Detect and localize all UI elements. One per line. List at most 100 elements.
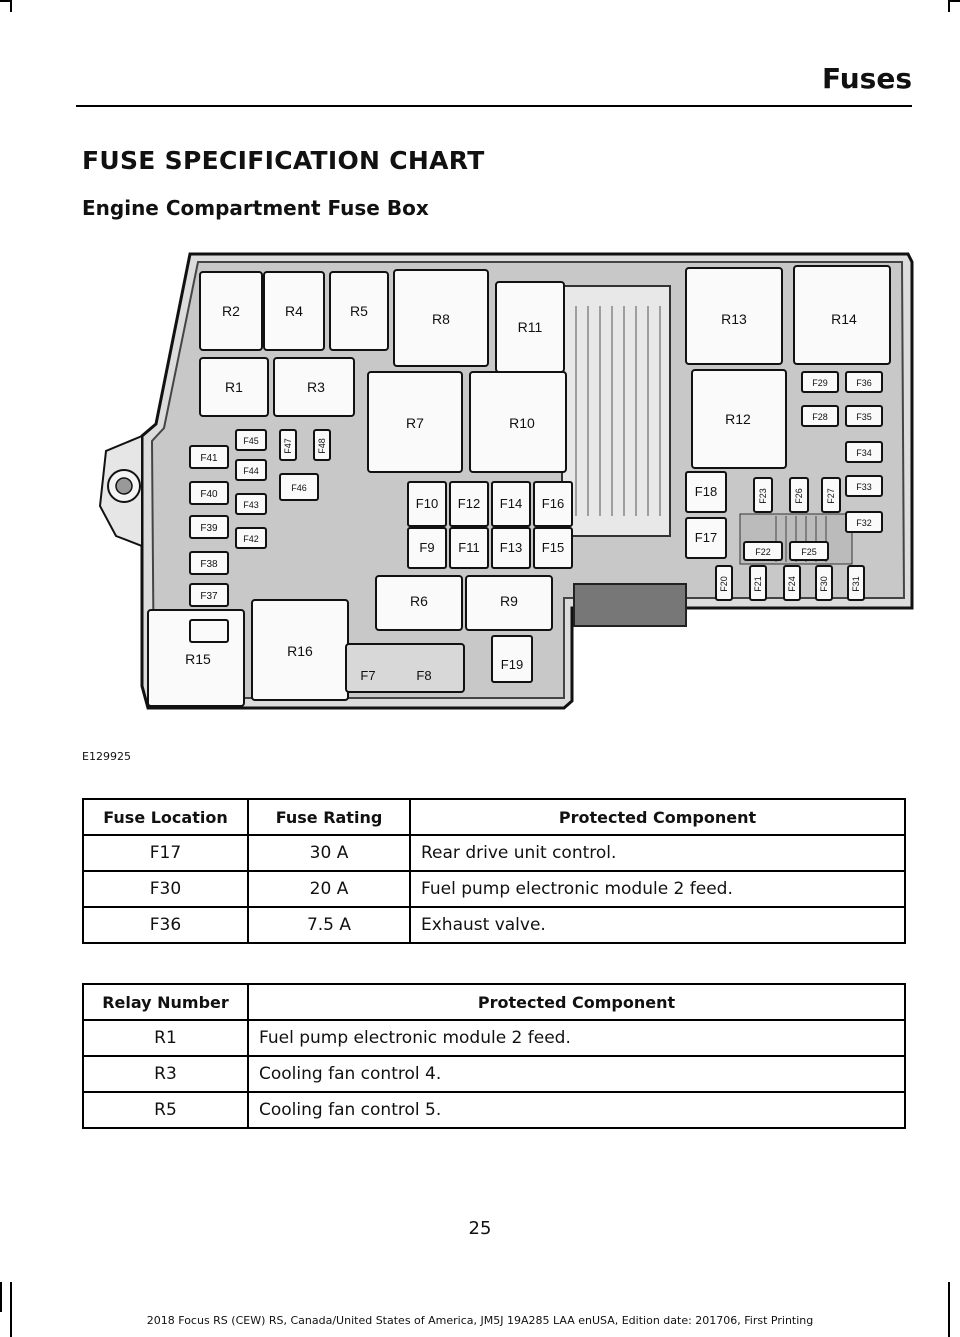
label-F48: F48 bbox=[317, 438, 327, 454]
cell-relay: R3 bbox=[82, 1055, 249, 1093]
label-F17: F17 bbox=[695, 530, 717, 545]
page-footer: 2018 Focus RS (CEW) RS, Canada/United St… bbox=[146, 1314, 814, 1327]
label-F44: F44 bbox=[243, 466, 259, 476]
crop-mark bbox=[10, 0, 12, 12]
label-F9: F9 bbox=[419, 540, 434, 555]
crop-mark bbox=[10, 1282, 12, 1337]
figure-id: E129925 bbox=[82, 750, 131, 763]
label-F27: F27 bbox=[826, 488, 836, 504]
label-F7: F7 bbox=[360, 668, 375, 683]
page-header-title: Fuses bbox=[822, 62, 912, 95]
table-row: F36 7.5 A Exhaust valve. bbox=[82, 906, 906, 944]
label-F32: F32 bbox=[856, 518, 872, 528]
table-row: F30 20 A Fuel pump electronic module 2 f… bbox=[82, 870, 906, 908]
header-protected-component: Protected Component bbox=[409, 798, 906, 836]
label-R6: R6 bbox=[410, 593, 428, 609]
label-F47: F47 bbox=[283, 438, 293, 454]
cell-component: Cooling fan control 4. bbox=[247, 1055, 906, 1093]
label-F37: F37 bbox=[200, 591, 218, 602]
label-R5: R5 bbox=[350, 303, 368, 319]
label-F21: F21 bbox=[753, 576, 763, 592]
crop-mark bbox=[0, 1282, 2, 1312]
label-R3: R3 bbox=[307, 379, 325, 395]
header-relay-number: Relay Number bbox=[82, 983, 249, 1021]
label-F42: F42 bbox=[243, 534, 259, 544]
label-F33: F33 bbox=[856, 482, 872, 492]
label-F38: F38 bbox=[200, 559, 218, 570]
label-F45: F45 bbox=[243, 436, 259, 446]
crop-mark bbox=[0, 0, 12, 2]
cell-rating: 30 A bbox=[247, 834, 411, 872]
center-connector bbox=[561, 285, 671, 537]
label-R9: R9 bbox=[500, 593, 518, 609]
label-F16: F16 bbox=[542, 496, 564, 511]
cell-component: Exhaust valve. bbox=[409, 906, 906, 944]
cell-rating: 7.5 A bbox=[247, 906, 411, 944]
label-F40: F40 bbox=[200, 489, 218, 500]
header-rule bbox=[76, 105, 912, 107]
label-F31: F31 bbox=[851, 576, 861, 592]
label-F39: F39 bbox=[200, 523, 218, 534]
label-F36: F36 bbox=[856, 378, 872, 388]
label-R4: R4 bbox=[285, 303, 303, 319]
label-F10: F10 bbox=[416, 496, 438, 511]
section-title: FUSE SPECIFICATION CHART bbox=[82, 146, 485, 175]
label-F11: F11 bbox=[458, 540, 479, 555]
cell-location: F30 bbox=[82, 870, 249, 908]
header-protected-component: Protected Component bbox=[247, 983, 906, 1021]
label-F18: F18 bbox=[695, 484, 717, 499]
label-F41: F41 bbox=[200, 453, 218, 464]
cell-component: Fuel pump electronic module 2 feed. bbox=[409, 870, 906, 908]
label-R14: R14 bbox=[831, 311, 857, 327]
table-row: R3 Cooling fan control 4. bbox=[82, 1055, 906, 1093]
cell-relay: R5 bbox=[82, 1091, 249, 1129]
label-F43: F43 bbox=[243, 500, 259, 510]
cell-component: Fuel pump electronic module 2 feed. bbox=[247, 1019, 906, 1057]
relay-table: Relay Number Protected Component R1 Fuel… bbox=[82, 983, 906, 1129]
page-number: 25 bbox=[468, 1218, 492, 1239]
table-header-row: Relay Number Protected Component bbox=[82, 983, 906, 1021]
label-R8: R8 bbox=[432, 311, 450, 327]
label-R15: R15 bbox=[185, 651, 211, 667]
label-F28: F28 bbox=[812, 412, 828, 422]
label-R11: R11 bbox=[518, 319, 543, 335]
label-F35: F35 bbox=[856, 412, 872, 422]
label-F14: F14 bbox=[500, 496, 522, 511]
cell-component: Cooling fan control 5. bbox=[247, 1091, 906, 1129]
label-F34: F34 bbox=[856, 448, 872, 458]
cell-location: F17 bbox=[82, 834, 249, 872]
label-F23: F23 bbox=[758, 488, 768, 504]
header-fuse-rating: Fuse Rating bbox=[247, 798, 411, 836]
label-R12: R12 bbox=[725, 411, 751, 427]
label-R16: R16 bbox=[287, 643, 313, 659]
cell-relay: R1 bbox=[82, 1019, 249, 1057]
label-F13: F13 bbox=[500, 540, 522, 555]
label-F22: F22 bbox=[755, 547, 771, 557]
label-F12: F12 bbox=[458, 496, 480, 511]
table-header-row: Fuse Location Fuse Rating Protected Comp… bbox=[82, 798, 906, 836]
table-row: F17 30 A Rear drive unit control. bbox=[82, 834, 906, 872]
cell-component: Rear drive unit control. bbox=[409, 834, 906, 872]
table-row: R1 Fuel pump electronic module 2 feed. bbox=[82, 1019, 906, 1057]
label-F46: F46 bbox=[291, 483, 307, 493]
label-F19: F19 bbox=[501, 657, 523, 672]
label-F26: F26 bbox=[794, 488, 804, 504]
label-F30: F30 bbox=[819, 576, 829, 592]
crop-mark bbox=[948, 1282, 950, 1337]
label-R10: R10 bbox=[509, 415, 535, 431]
label-F20: F20 bbox=[719, 576, 729, 592]
fuse-box-diagram: R2 R4 R5 R8 R11 R1 R3 R7 R10 R13 R14 R12… bbox=[98, 252, 914, 710]
label-F15: F15 bbox=[542, 540, 564, 555]
label-R2: R2 bbox=[222, 303, 240, 319]
cell-location: F36 bbox=[82, 906, 249, 944]
label-F8: F8 bbox=[416, 668, 431, 683]
crop-mark bbox=[948, 0, 950, 12]
label-R7: R7 bbox=[406, 415, 424, 431]
label-F25: F25 bbox=[801, 547, 817, 557]
label-F29: F29 bbox=[812, 378, 828, 388]
section-subtitle: Engine Compartment Fuse Box bbox=[82, 196, 429, 220]
label-R1: R1 bbox=[225, 379, 243, 395]
label-R13: R13 bbox=[721, 311, 747, 327]
header-fuse-location: Fuse Location bbox=[82, 798, 249, 836]
cell-rating: 20 A bbox=[247, 870, 411, 908]
